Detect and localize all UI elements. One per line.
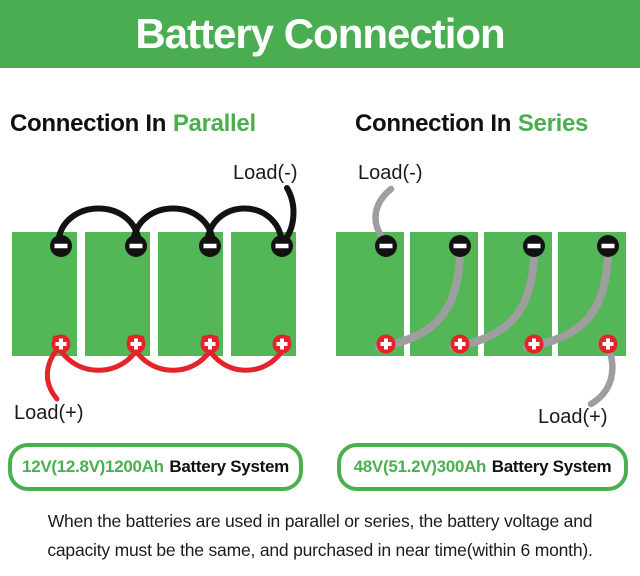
minus-terminal-icon bbox=[271, 235, 293, 257]
minus-terminal-icon bbox=[125, 235, 147, 257]
plus-terminal-icon bbox=[376, 334, 396, 354]
plus-terminal-icon bbox=[524, 334, 544, 354]
parallel-spec-box: 12V(12.8V)1200Ah Battery System bbox=[8, 443, 303, 491]
series-load-positive-label: Load(+) bbox=[538, 406, 608, 428]
series-wires bbox=[372, 185, 616, 408]
header-banner: Battery Connection bbox=[0, 0, 640, 68]
series-title-highlight: Series bbox=[517, 110, 589, 137]
minus-terminal-icon bbox=[449, 235, 471, 257]
parallel-spec-suffix: Battery System bbox=[169, 457, 289, 476]
plus-terminal-icon bbox=[126, 334, 146, 354]
caption-line-1: When the batteries are used in parallel … bbox=[47, 511, 593, 531]
minus-terminal-icon bbox=[199, 235, 221, 257]
minus-terminal-icon bbox=[50, 235, 72, 257]
series-spec-suffix: Battery System bbox=[491, 457, 612, 476]
parallel-load-negative-label: Load(-) bbox=[233, 162, 298, 184]
parallel-spec-value: 12V(12.8V)1200Ah bbox=[22, 457, 164, 476]
series-jumper-wire bbox=[449, 250, 538, 351]
series-spec-value: 48V(51.2V)300Ah bbox=[353, 457, 487, 476]
plus-terminal-icon bbox=[598, 334, 618, 354]
caption: When the batteries are used in parallel … bbox=[0, 507, 640, 565]
series-jumper-wire bbox=[523, 250, 612, 351]
plus-terminal-icon bbox=[272, 334, 292, 354]
plus-terminal-icon bbox=[450, 334, 470, 354]
plus-terminal-icon bbox=[200, 334, 220, 354]
series-load-negative-label: Load(-) bbox=[358, 162, 423, 184]
minus-terminal-icon bbox=[597, 235, 619, 257]
parallel-load-positive-label: Load(+) bbox=[14, 402, 84, 424]
minus-terminal-icon bbox=[375, 235, 397, 257]
parallel-title-prefix: Connection In bbox=[10, 110, 167, 137]
caption-line-2: capacity must be the same, and purchased… bbox=[47, 540, 593, 560]
series-title-prefix: Connection In bbox=[355, 110, 512, 137]
series-spec-box: 48V(51.2V)300Ah Battery System bbox=[337, 443, 628, 491]
minus-terminal-icon bbox=[523, 235, 545, 257]
load-positive-wire bbox=[587, 345, 616, 408]
negative-jumper-wire bbox=[204, 205, 285, 246]
plus-terminal-icon bbox=[51, 334, 71, 354]
page-title: Battery Connection bbox=[135, 10, 505, 57]
parallel-title-highlight: Parallel bbox=[172, 110, 256, 137]
series-jumper-wire bbox=[375, 250, 464, 351]
